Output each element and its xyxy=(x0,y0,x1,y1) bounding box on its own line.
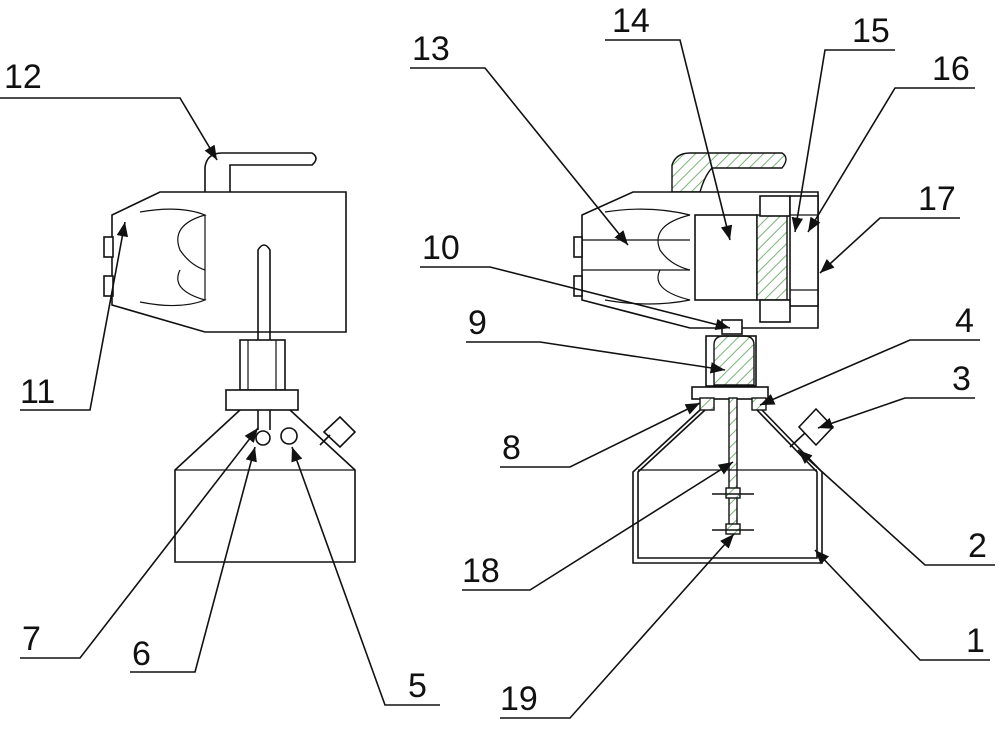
label-5: 5 xyxy=(408,667,427,705)
left-side-view xyxy=(103,152,357,563)
left-handle xyxy=(204,152,317,192)
label-17: 17 xyxy=(918,180,956,218)
label-10: 10 xyxy=(422,229,460,267)
label-9: 9 xyxy=(468,304,487,342)
label-8: 8 xyxy=(502,429,521,467)
label-2: 2 xyxy=(968,527,987,565)
label-4: 4 xyxy=(955,302,974,340)
cap-4 xyxy=(691,386,769,400)
part-15 xyxy=(756,214,788,301)
motor-14 xyxy=(694,214,758,301)
right-bottle xyxy=(632,409,823,564)
stem-18 xyxy=(728,397,738,533)
label-18: 18 xyxy=(462,552,500,590)
right-section-view xyxy=(573,152,835,564)
valve-3 xyxy=(797,407,835,447)
left-head-body xyxy=(111,191,347,333)
label-15: 15 xyxy=(852,12,890,50)
port-5 xyxy=(280,427,298,445)
label-3: 3 xyxy=(952,360,971,398)
leader-lines xyxy=(0,39,995,719)
part-labels: 12 11 7 6 5 13 14 15 16 17 10 9 4 8 3 2 … xyxy=(4,2,987,718)
label-12: 12 xyxy=(4,58,42,96)
label-11: 11 xyxy=(20,373,55,411)
label-19: 19 xyxy=(500,680,538,718)
label-6: 6 xyxy=(132,635,151,673)
label-7: 7 xyxy=(22,620,41,658)
label-1: 1 xyxy=(966,622,985,660)
label-14: 14 xyxy=(612,2,650,40)
label-16: 16 xyxy=(932,50,970,88)
port-6 xyxy=(255,430,271,446)
left-dip-tube xyxy=(257,244,271,430)
right-handle xyxy=(671,152,787,193)
left-bottle xyxy=(174,409,356,563)
label-13: 13 xyxy=(412,30,450,68)
